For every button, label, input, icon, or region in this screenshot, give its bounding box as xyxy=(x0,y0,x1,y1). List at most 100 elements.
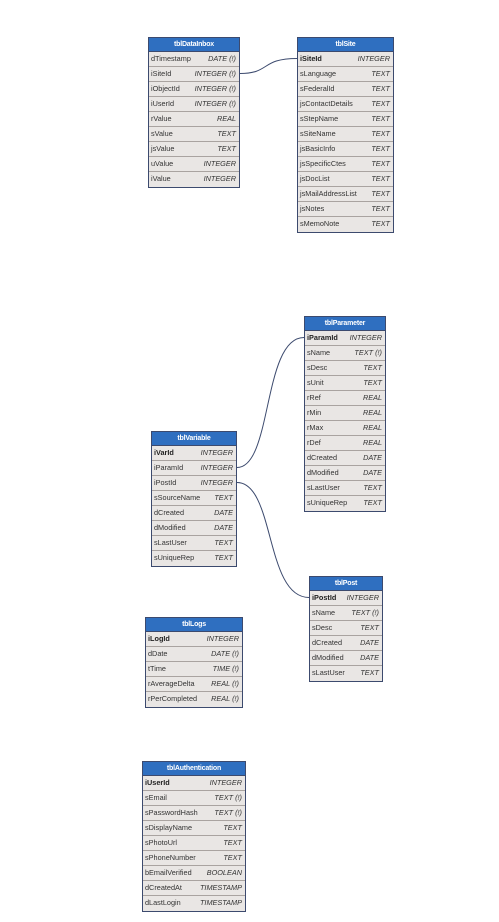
field-name: sPhoneNumber xyxy=(145,853,196,862)
field-name: iLogId xyxy=(148,634,170,643)
table-title[interactable]: tblDataInbox xyxy=(149,38,239,52)
field-type: INTEGER xyxy=(349,333,382,342)
field-name: jsNotes xyxy=(300,204,325,213)
field-name: dModified xyxy=(154,523,186,532)
field-name: iValue xyxy=(151,174,171,183)
field-name: rRef xyxy=(307,393,321,402)
field-type: TEXT xyxy=(214,493,233,502)
table-title[interactable]: tblAuthentication xyxy=(143,762,245,776)
field-type: TEXT xyxy=(363,363,382,372)
table-title[interactable]: tblLogs xyxy=(146,618,242,632)
field-type: TEXT xyxy=(371,189,390,198)
field-type: INTEGER xyxy=(203,159,236,168)
field-name: dLastLogin xyxy=(145,898,181,907)
field-type: TEXT (!) xyxy=(214,808,242,817)
field-type: REAL xyxy=(362,423,382,432)
field-type: DATE xyxy=(360,638,379,647)
field-name: rPerCompleted xyxy=(148,694,198,703)
field-name: rMin xyxy=(307,408,322,417)
field-name: jsValue xyxy=(151,144,175,153)
field-name: jsSpecificCtes xyxy=(300,159,346,168)
field-name: jsContactDetails xyxy=(300,99,353,108)
field-name: sName xyxy=(312,608,336,617)
table-title[interactable]: tblPost xyxy=(310,577,382,591)
field-type: TEXT xyxy=(214,553,233,562)
field-type: DATE (!) xyxy=(211,649,239,658)
table-title[interactable]: tblSite xyxy=(298,38,393,52)
table-title[interactable]: tblParameter xyxy=(305,317,385,331)
field-type: INTEGER (!) xyxy=(194,84,236,93)
table-title[interactable]: tblVariable xyxy=(152,432,236,446)
field-name: sSiteName xyxy=(300,129,336,138)
